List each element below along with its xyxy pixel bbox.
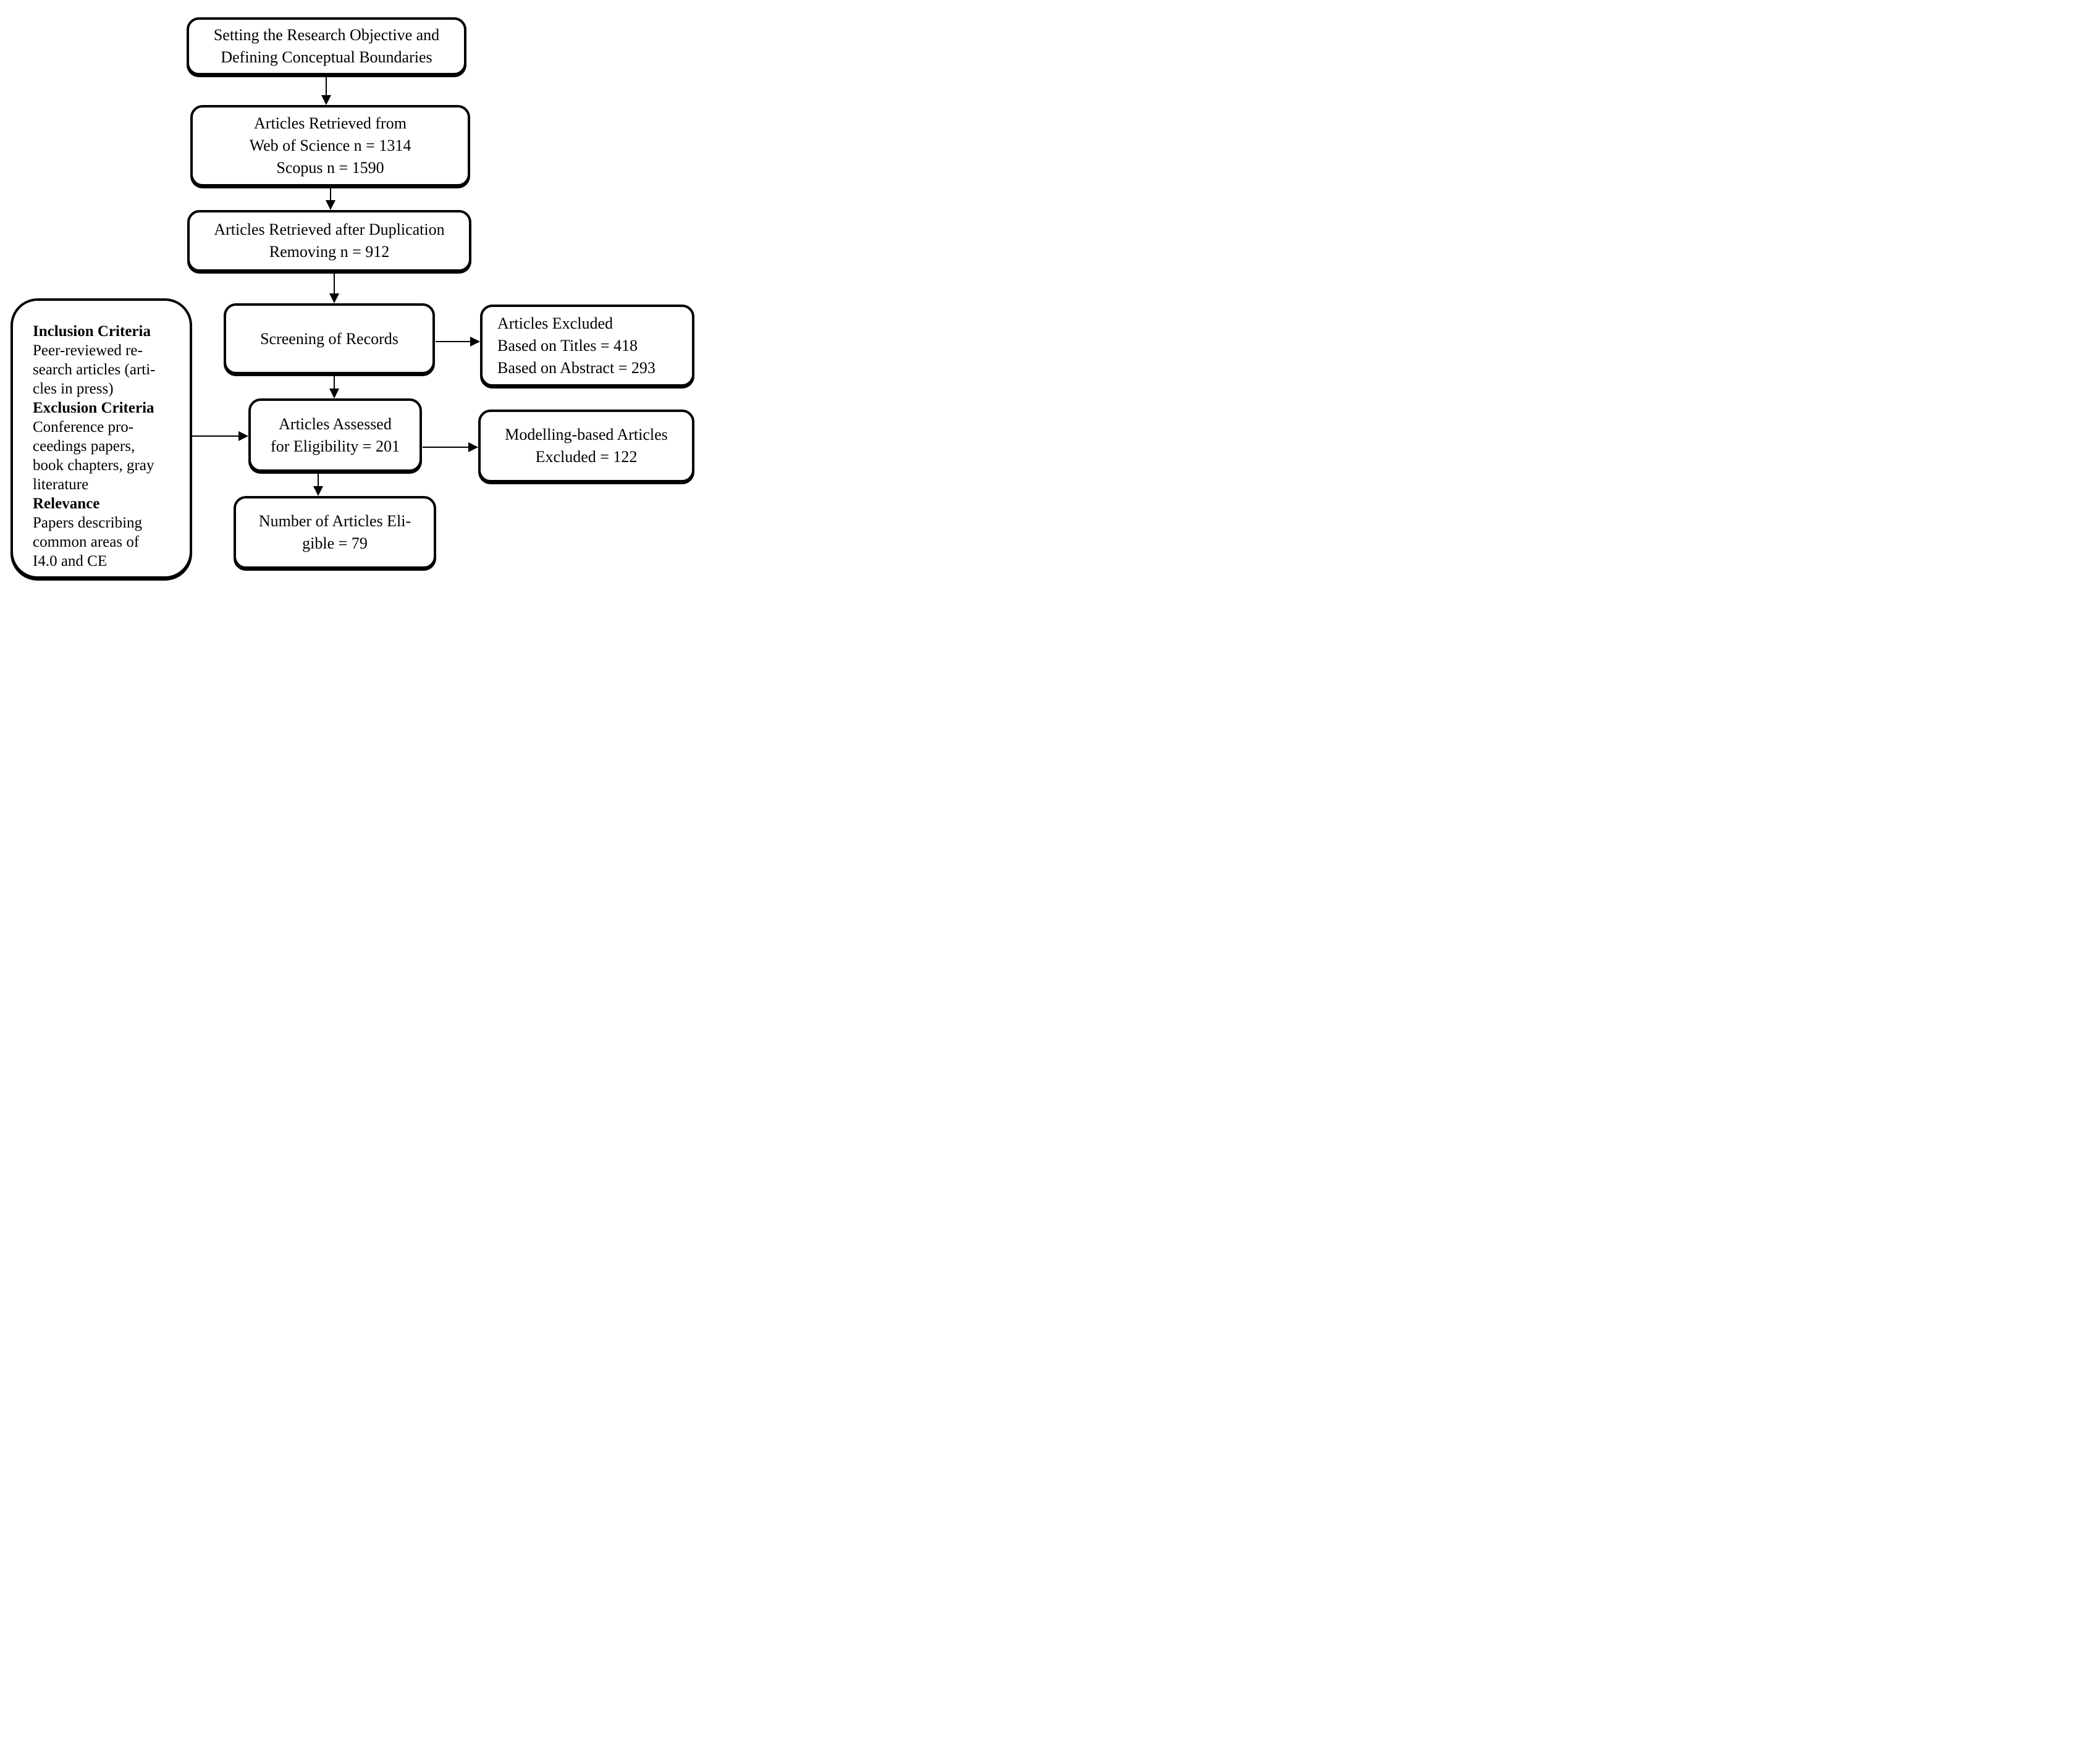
box-articles-eligible: Number of Articles Eli- gible = 79 <box>234 496 436 569</box>
arrow-retrieved-to-dedup-shaft <box>330 187 331 201</box>
box-text-line: Based on Titles = 418 <box>497 336 638 355</box>
arrow-screening-to-excluded-shaft <box>436 341 470 342</box>
box-text-line: Modelling-based Articles <box>505 426 668 443</box>
criteria-text-line: search articles (arti- <box>33 361 156 378</box>
arrow-objective-to-retrieved-shaft <box>326 75 327 96</box>
box-text-line: Scopus n = 1590 <box>276 159 384 177</box>
box-text-line: Web of Science n = 1314 <box>249 137 411 154</box>
box-duplication-removed: Articles Retrieved after Duplication Rem… <box>187 210 471 272</box>
criteria-text-line: Conference pro- <box>33 419 134 435</box>
arrow-screening-to-assessed-shaft <box>334 375 335 389</box>
box-text-line: Setting the Research Objective and <box>213 26 440 44</box>
box-text-line: Articles Retrieved from <box>254 114 407 132</box>
criteria-text-line: literature <box>33 476 89 493</box>
box-criteria: Inclusion Criteria Peer-reviewed re- sea… <box>11 298 192 579</box>
arrow-down-icon <box>313 486 323 496</box>
box-text-line: Based on Abstract = 293 <box>497 358 656 377</box>
box-articles-retrieved: Articles Retrieved from Web of Science n… <box>190 105 470 187</box>
criteria-text-line: Papers describing <box>33 515 143 531</box>
box-research-objective: Setting the Research Objective and Defin… <box>187 17 466 75</box>
box-text-line: Defining Conceptual Boundaries <box>221 48 432 66</box>
prisma-flow-diagram: Setting the Research Objective and Defin… <box>0 0 700 587</box>
box-text-line: Articles Retrieved after Duplication <box>214 221 445 238</box>
arrow-down-icon <box>321 95 331 105</box>
box-text-line: Number of Articles Eli- <box>258 512 411 530</box>
box-text-line: for Eligibility = 201 <box>271 437 400 455</box>
criteria-text-line: ceedings papers, <box>33 438 135 455</box>
criteria-text-line: book chapters, gray <box>33 457 154 474</box>
criteria-text-line: cles in press) <box>33 380 114 397</box>
arrow-right-icon <box>468 442 478 452</box>
box-text-line: Excluded = 122 <box>535 448 638 466</box>
criteria-heading: Exclusion Criteria <box>33 400 154 416</box>
box-text-line: Removing n = 912 <box>269 243 390 261</box>
box-text-line: Articles Excluded <box>497 314 613 332</box>
arrow-down-icon <box>329 293 339 303</box>
box-modelling-excluded: Modelling-based Articles Excluded = 122 <box>478 410 694 482</box>
box-text-line: gible = 79 <box>302 534 368 552</box>
box-text-line: Articles Assessed <box>279 414 392 433</box>
criteria-text-line: I4.0 and CE <box>33 553 108 569</box>
criteria-text-line: common areas of <box>33 534 140 550</box>
box-articles-excluded: Articles Excluded Based on Titles = 418 … <box>480 305 694 387</box>
arrow-right-icon <box>238 431 248 441</box>
box-text-line: Screening of Records <box>260 329 398 348</box>
arrow-dedup-to-screening-shaft <box>334 272 335 293</box>
arrow-down-icon <box>326 200 335 210</box>
arrow-down-icon <box>329 389 339 398</box>
criteria-heading: Relevance <box>33 495 100 512</box>
box-articles-assessed: Articles Assessed for Eligibility = 201 <box>248 398 422 472</box>
arrow-assessed-to-modelling-shaft <box>423 447 468 448</box>
box-screening: Screening of Records <box>224 303 435 374</box>
arrow-assessed-to-eligible-shaft <box>318 473 319 486</box>
arrow-criteria-to-assessed-shaft <box>192 435 238 437</box>
criteria-heading: Inclusion Criteria <box>33 323 151 340</box>
criteria-text-line: Peer-reviewed re- <box>33 342 143 359</box>
arrow-right-icon <box>470 337 480 347</box>
